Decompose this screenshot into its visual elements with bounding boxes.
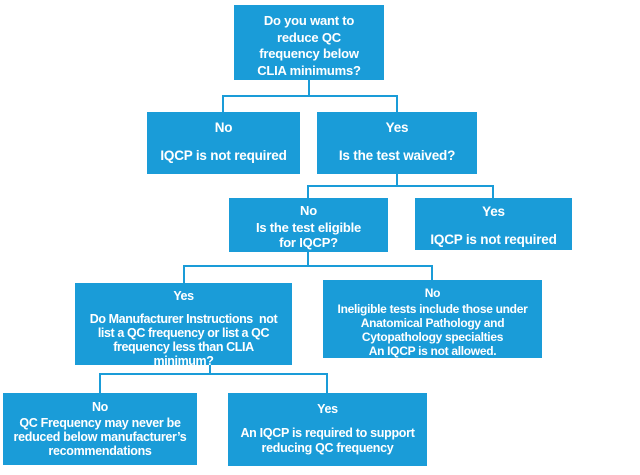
- node-answer: Yes: [317, 402, 338, 416]
- flow-node-no-iqcp-not-required: No IQCP is not required: [147, 112, 300, 174]
- node-answer: Yes: [482, 204, 505, 219]
- node-answer: No: [91, 400, 109, 414]
- flow-node-start: Do you want to reduce QC frequency below…: [234, 5, 384, 80]
- node-answer: Yes: [173, 289, 194, 303]
- node-answer: No: [214, 120, 233, 135]
- node-text: QC Frequency may never be reduced below …: [13, 416, 187, 458]
- node-text: IQCP is not required: [160, 148, 287, 163]
- node-answer: No: [300, 203, 317, 218]
- node-text: Is the test eligible for IQCP?: [255, 220, 362, 250]
- flow-node-iqcp-required: Yes An IQCP is required to support reduc…: [228, 393, 427, 466]
- node-text: Ineligible tests include those under Ana…: [337, 302, 528, 358]
- node-text: Is the test waived?: [338, 148, 456, 163]
- flow-node-qc-frequency-never-reduced: No QC Frequency may never be reduced bel…: [3, 393, 197, 465]
- node-answer: Yes: [385, 120, 409, 135]
- node-text: Do Manufacturer Instructions not list a …: [89, 312, 278, 368]
- flow-node-ineligible-tests: No Ineligible tests include those under …: [323, 280, 542, 358]
- flow-node-waived-iqcp-not-required: Yes IQCP is not required: [415, 198, 572, 250]
- node-text: Do you want to reduce QC frequency below…: [257, 13, 361, 78]
- flow-node-manufacturer-instructions: Yes Do Manufacturer Instructions not lis…: [75, 283, 292, 368]
- node-answer: No: [424, 286, 441, 300]
- flow-node-is-test-eligible: No Is the test eligible for IQCP?: [229, 198, 388, 252]
- flow-node-is-test-waived: Yes Is the test waived?: [317, 112, 477, 174]
- node-text: An IQCP is required to support reducing …: [240, 426, 415, 455]
- node-text: IQCP is not required: [430, 232, 557, 247]
